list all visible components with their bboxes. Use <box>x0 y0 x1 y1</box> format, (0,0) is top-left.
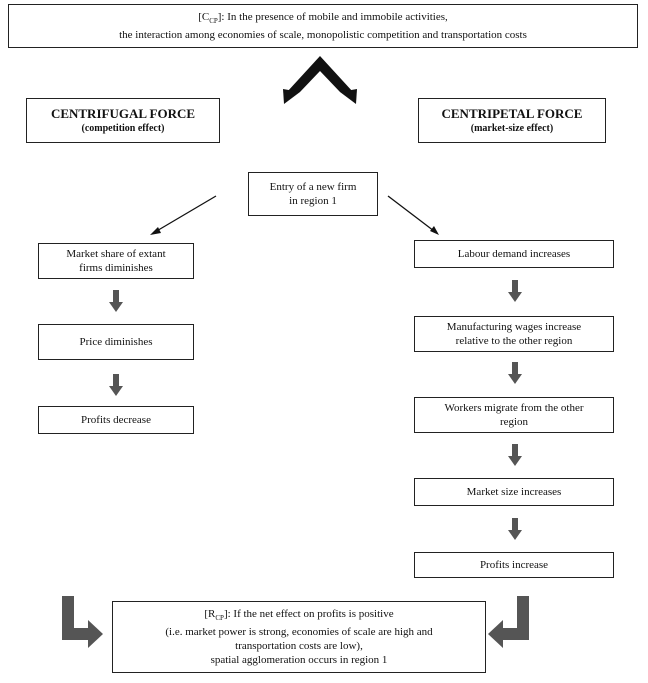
condition-box: [CCP]: In the presence of mobile and imm… <box>8 4 638 48</box>
result-box: [RCP]: If the net effect on profits is p… <box>112 601 486 673</box>
price-box: Price diminishes <box>38 324 194 360</box>
labour-demand-line: Labour demand increases <box>457 248 571 260</box>
right-diagonal-arrow-icon <box>387 195 439 235</box>
centrifugal-force-box: CENTRIFUGAL FORCE (competition effect) <box>26 98 220 143</box>
centrifugal-subtitle: (competition effect) <box>81 123 165 134</box>
down-arrow-icon <box>508 518 522 540</box>
down-arrow-icon <box>508 362 522 384</box>
down-arrow-icon <box>508 444 522 466</box>
new-firm-entry-box: Entry of a new firm in region 1 <box>248 172 378 216</box>
workers-migrate-line-2: region <box>499 416 529 428</box>
result-line-4: spatial agglomeration occurs in region 1 <box>210 654 388 667</box>
market-size-box: Market size increases <box>414 478 614 506</box>
centripetal-force-box: CENTRIPETAL FORCE (market-size effect) <box>418 98 606 143</box>
split-chevron-icon <box>283 56 357 104</box>
market-share-box: Market share of extant firms diminishes <box>38 243 194 279</box>
workers-migrate-box: Workers migrate from the other region <box>414 397 614 433</box>
profits-increase-line: Profits increase <box>479 559 549 571</box>
market-share-line-1: Market share of extant <box>66 248 166 260</box>
profits-decrease-line: Profits decrease <box>81 414 151 426</box>
condition-line-1: [CCP]: In the presence of mobile and imm… <box>198 10 448 26</box>
wages-line-2: relative to the other region <box>455 335 573 347</box>
condition-line-2: the interaction among economies of scale… <box>119 29 527 42</box>
profits-increase-box: Profits increase <box>414 552 614 578</box>
labour-demand-box: Labour demand increases <box>414 240 614 268</box>
price-line: Price diminishes <box>79 336 153 348</box>
wages-line-1: Manufacturing wages increase <box>446 321 582 333</box>
wages-box: Manufacturing wages increase relative to… <box>414 316 614 352</box>
down-arrow-icon <box>109 290 123 312</box>
result-line-3: transportation costs are low), <box>235 640 363 653</box>
result-line-1: [RCP]: If the net effect on profits is p… <box>204 607 394 623</box>
right-corner-arrow-icon <box>488 596 529 648</box>
entry-line-1: Entry of a new firm <box>269 181 357 193</box>
down-arrow-icon <box>109 374 123 396</box>
centrifugal-title: CENTRIFUGAL FORCE <box>50 106 196 121</box>
left-diagonal-arrow-icon <box>150 195 217 235</box>
down-arrow-icon <box>508 280 522 302</box>
left-corner-arrow-icon <box>62 596 103 648</box>
result-line-2: (i.e. market power is strong, economies … <box>165 626 433 639</box>
profits-decrease-box: Profits decrease <box>38 406 194 434</box>
centripetal-title: CENTRIPETAL FORCE <box>441 106 583 121</box>
entry-line-2: in region 1 <box>289 195 337 207</box>
centripetal-subtitle: (market-size effect) <box>470 123 554 134</box>
market-share-line-2: firms diminishes <box>79 262 153 274</box>
workers-migrate-line-1: Workers migrate from the other <box>444 402 584 414</box>
market-size-line: Market size increases <box>466 486 562 498</box>
